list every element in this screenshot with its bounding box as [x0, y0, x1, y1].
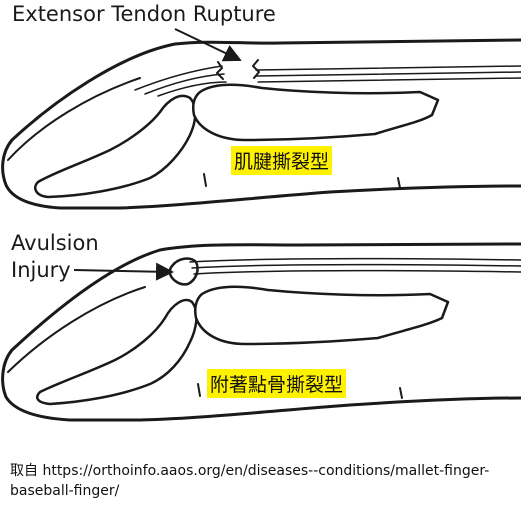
finger-bottom-skin-outline	[1, 242, 521, 422]
finger-bottom-tendon	[189, 257, 521, 275]
finger-bottom-nail-line	[7, 286, 146, 373]
finger-top-nail-line	[7, 77, 141, 161]
arrow-avulsion-injury	[73, 262, 174, 281]
source-citation: 取自 https://orthoinfo.aaos.org/en/disease…	[10, 461, 515, 501]
avulsion-fracture-type-tag: 附著點骨撕裂型	[207, 369, 347, 398]
finger-bottom-crease-2	[399, 387, 403, 399]
finger-top-crease-2	[397, 177, 401, 189]
finger-top-distal-phalanx	[34, 94, 197, 199]
finger-top-skin-outline	[1, 38, 521, 210]
finger-top-rupture-right	[252, 59, 260, 79]
avulsion-label-line-1: Avulsion	[11, 231, 99, 255]
finger-bottom-middle-phalanx	[194, 285, 450, 346]
extensor-tendon-rupture-label: Extensor Tendon Rupture	[12, 2, 276, 26]
avulsion-injury-label: Avulsion Injury	[11, 230, 99, 284]
finger-top-tendon-proximal	[255, 65, 521, 83]
finger-top-middle-phalanx	[192, 83, 440, 142]
finger-top-tendon-distal	[134, 65, 227, 97]
avulsion-label-line-2: Injury	[11, 258, 71, 282]
tendon-rupture-type-tag: 肌腱撕裂型	[231, 146, 333, 175]
source-prefix: 取自	[10, 463, 38, 479]
finger-bottom	[1, 242, 521, 422]
finger-top-crease-1	[203, 173, 207, 187]
finger-bottom-distal-phalanx	[36, 298, 198, 406]
source-link[interactable]: https://orthoinfo.aaos.org/en/diseases--…	[10, 463, 490, 499]
finger-top	[1, 38, 521, 210]
arrow-tendon-rupture	[174, 28, 242, 62]
finger-top-rupture-left	[216, 61, 224, 80]
finger-bottom-crease-1	[197, 383, 201, 397]
